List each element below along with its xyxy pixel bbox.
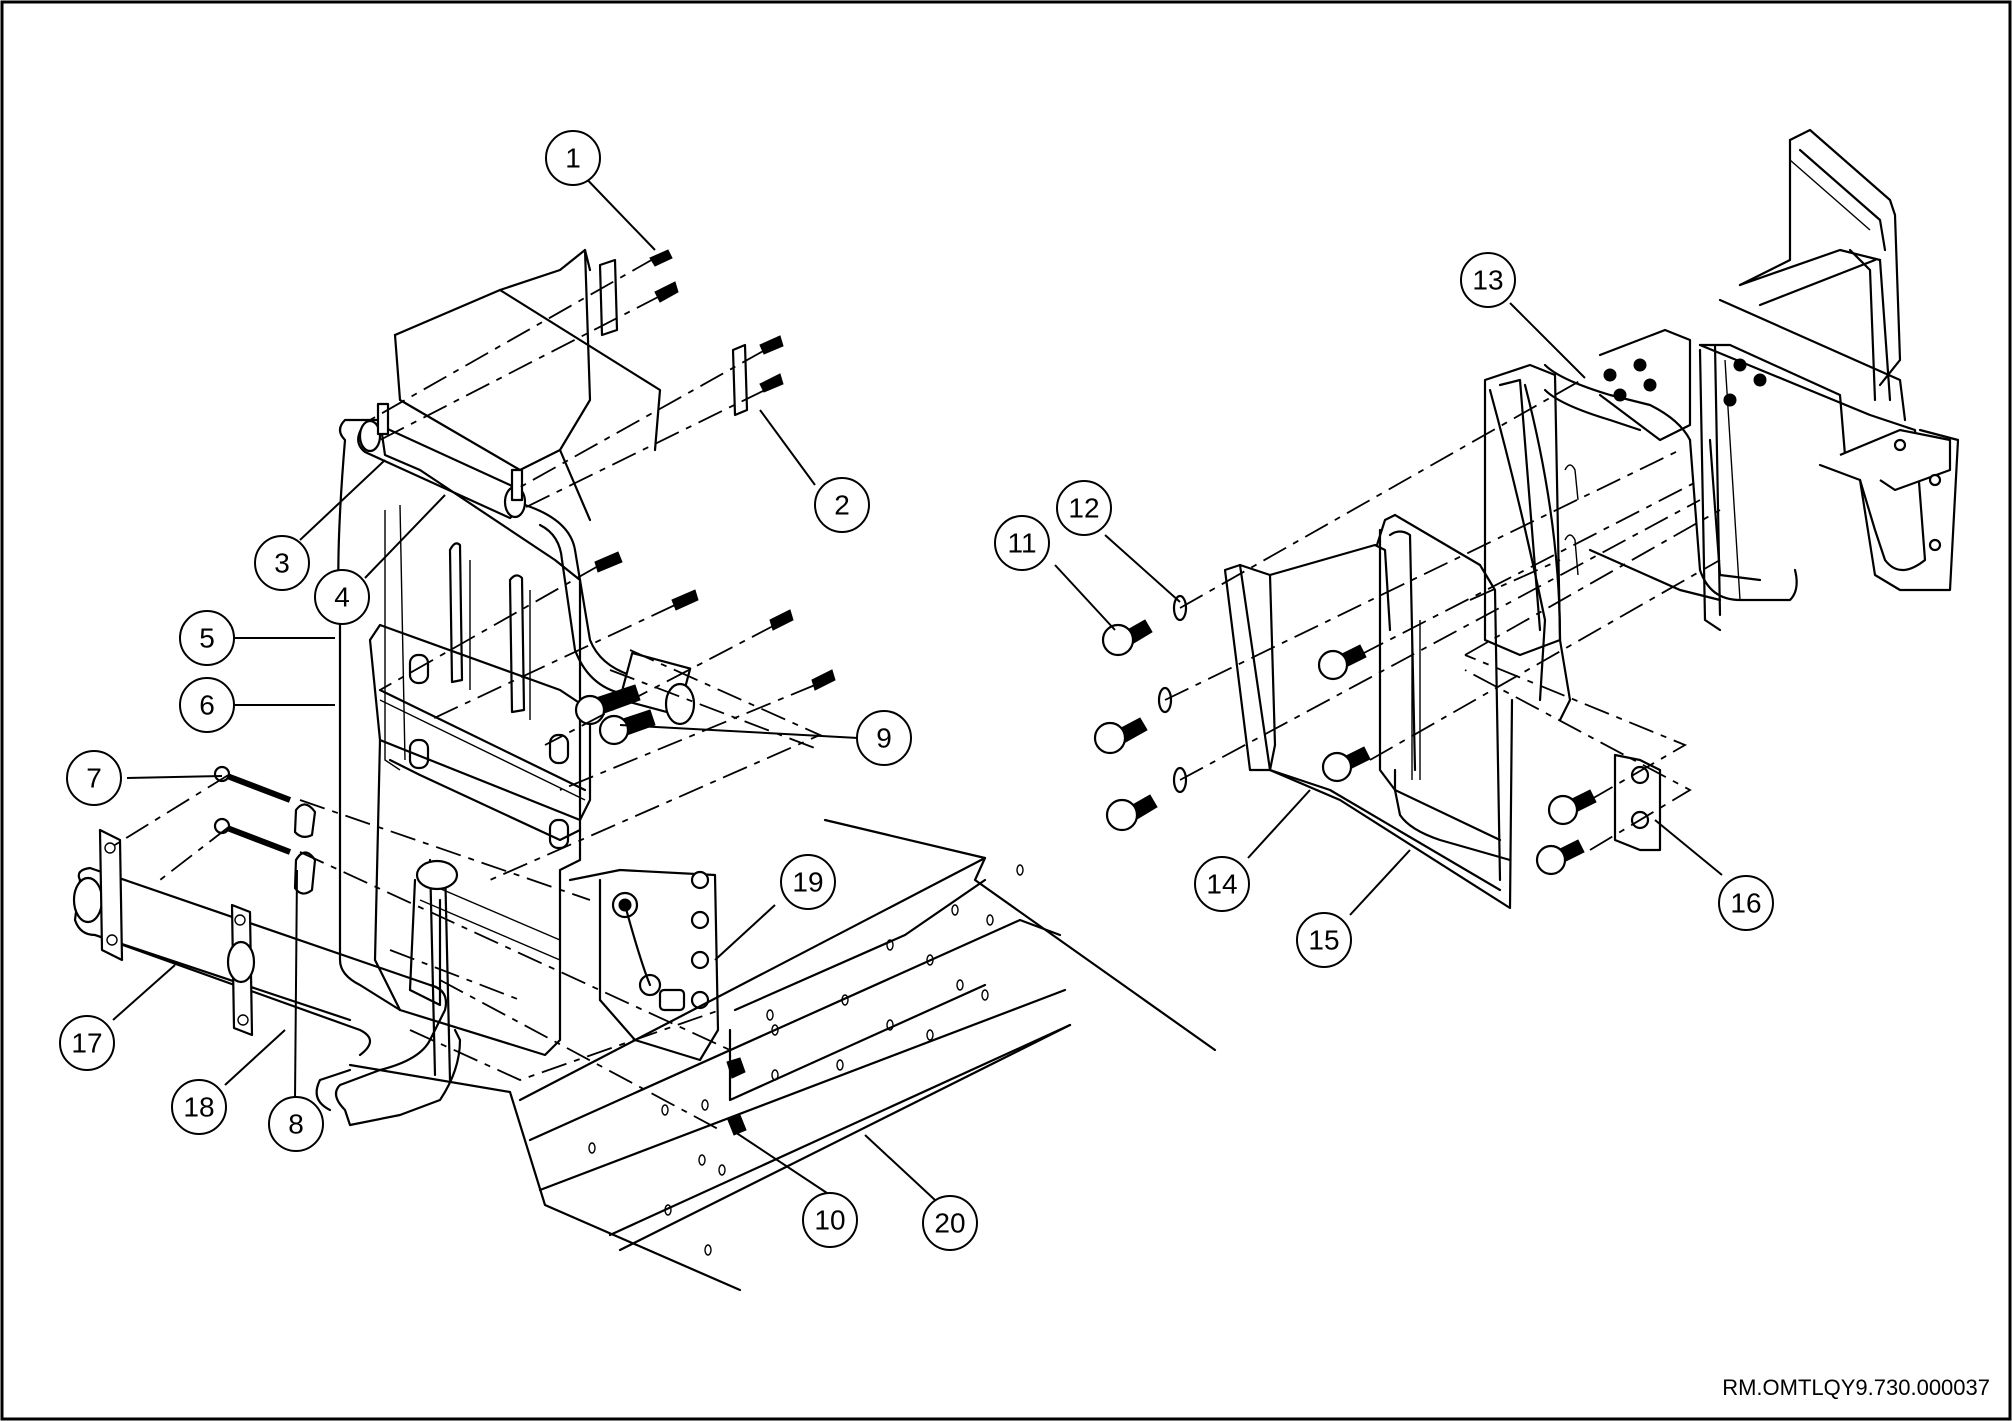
callout-5: 5 [179,610,235,666]
callout-8: 8 [268,1096,324,1152]
callout-17-label: 17 [71,1028,102,1059]
bolt-7 [213,765,292,855]
callout-4-label: 4 [334,582,350,613]
callout-14: 14 [1194,856,1250,912]
callout-19-label: 19 [792,867,823,898]
callout-11: 11 [994,515,1050,571]
callout-5-label: 5 [199,623,215,654]
frame-holes [588,864,1024,1256]
right-assembly [1093,128,1960,910]
callout-12: 12 [1056,480,1112,536]
callout-19: 19 [780,854,836,910]
top-bolts [594,249,836,691]
callout-6-label: 6 [199,690,215,721]
callout-3: 3 [254,535,310,591]
callout-2: 2 [814,477,870,533]
callout-2-label: 2 [834,490,850,521]
callout-1: 1 [545,130,601,186]
callout-9: 9 [856,710,912,766]
callout-15-label: 15 [1308,925,1339,956]
callout-6: 6 [179,677,235,733]
callout-10-label: 10 [814,1205,845,1236]
callout-10: 10 [802,1192,858,1248]
document-reference-code: RM.OMTLQY9.730.000037 [1722,1375,1990,1400]
callout-7: 7 [66,750,122,806]
washer-12 [1157,594,1188,794]
callout-15: 15 [1296,912,1352,968]
callout-7-label: 7 [86,763,102,794]
callout-3-label: 3 [274,548,290,579]
callout-12-label: 12 [1068,493,1099,524]
callout-14-label: 14 [1206,869,1237,900]
callout-13-label: 13 [1472,265,1503,296]
callout-16: 16 [1718,875,1774,931]
callout-20-label: 20 [934,1208,965,1239]
callout-16-label: 16 [1730,888,1761,919]
callout-11-label: 11 [1007,528,1036,559]
left-assembly [72,248,1217,1292]
callout-18-label: 18 [183,1092,214,1123]
callout-9-label: 9 [876,723,892,754]
bolt-11 [1093,619,1158,832]
callout-1-label: 1 [565,143,581,174]
callout-8-label: 8 [288,1109,304,1140]
leader-lines [112,169,1723,1201]
callout-20: 20 [922,1195,978,1251]
plate-holes [611,870,710,1012]
callout-13: 13 [1460,252,1516,308]
callout-4: 4 [314,569,370,625]
callout-18: 18 [171,1079,227,1135]
callout-17: 17 [59,1015,115,1071]
mudguard-bolts [1317,644,1597,876]
